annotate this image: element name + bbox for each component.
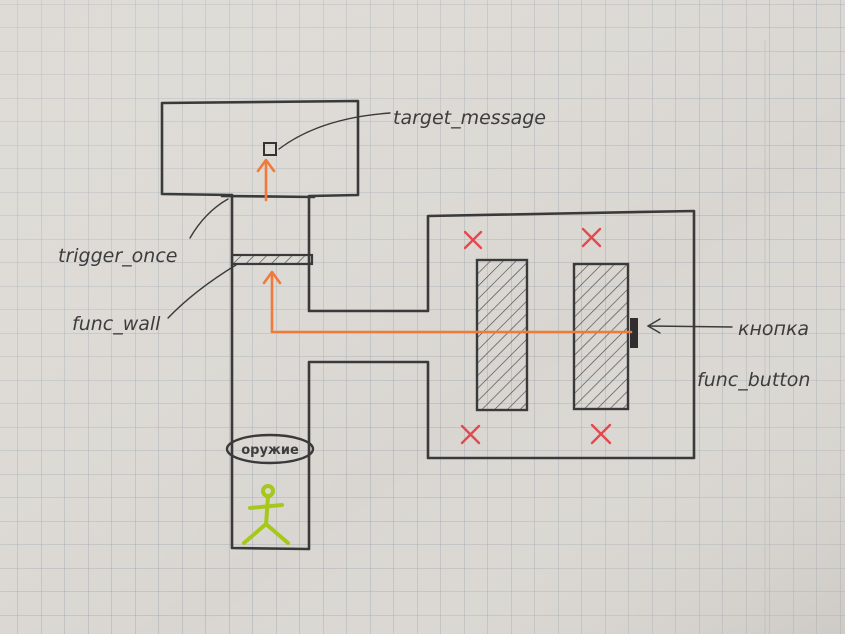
trigger-once-line xyxy=(220,194,316,199)
arrow-up-icon xyxy=(256,158,276,173)
x-mark-icon xyxy=(581,227,602,248)
signal-line-button-to-wall xyxy=(270,272,633,334)
func-button-label: func_button xyxy=(697,369,810,391)
trigger-once-label: trigger_once xyxy=(58,245,177,267)
top-room-outline xyxy=(160,99,360,198)
leader-func-button xyxy=(649,325,733,328)
leader-func-wall xyxy=(167,264,237,319)
leader-target-message xyxy=(278,112,391,150)
func-button-block xyxy=(630,318,638,348)
leader-trigger-once xyxy=(189,198,229,239)
stick-figure-icon xyxy=(242,484,290,545)
x-mark-icon xyxy=(460,424,481,445)
x-mark-icon xyxy=(590,423,612,445)
corridor-right-wall-upper xyxy=(307,194,696,551)
target-message-box xyxy=(263,142,277,156)
arrow-up-icon xyxy=(262,270,282,285)
func-wall-label: func_wall xyxy=(72,313,161,335)
func-wall-bar xyxy=(230,253,314,266)
button-ru-label: кнопка xyxy=(738,318,809,340)
x-mark-icon xyxy=(463,230,483,250)
pillar-left xyxy=(475,258,529,412)
corridor-left-wall xyxy=(230,193,310,551)
pillar-right xyxy=(572,262,630,411)
leader-func-button-arrowhead xyxy=(646,318,661,334)
weapon-label: оружие xyxy=(241,443,299,458)
target-message-label: target_message xyxy=(393,107,546,129)
weapon-oval xyxy=(225,433,315,465)
